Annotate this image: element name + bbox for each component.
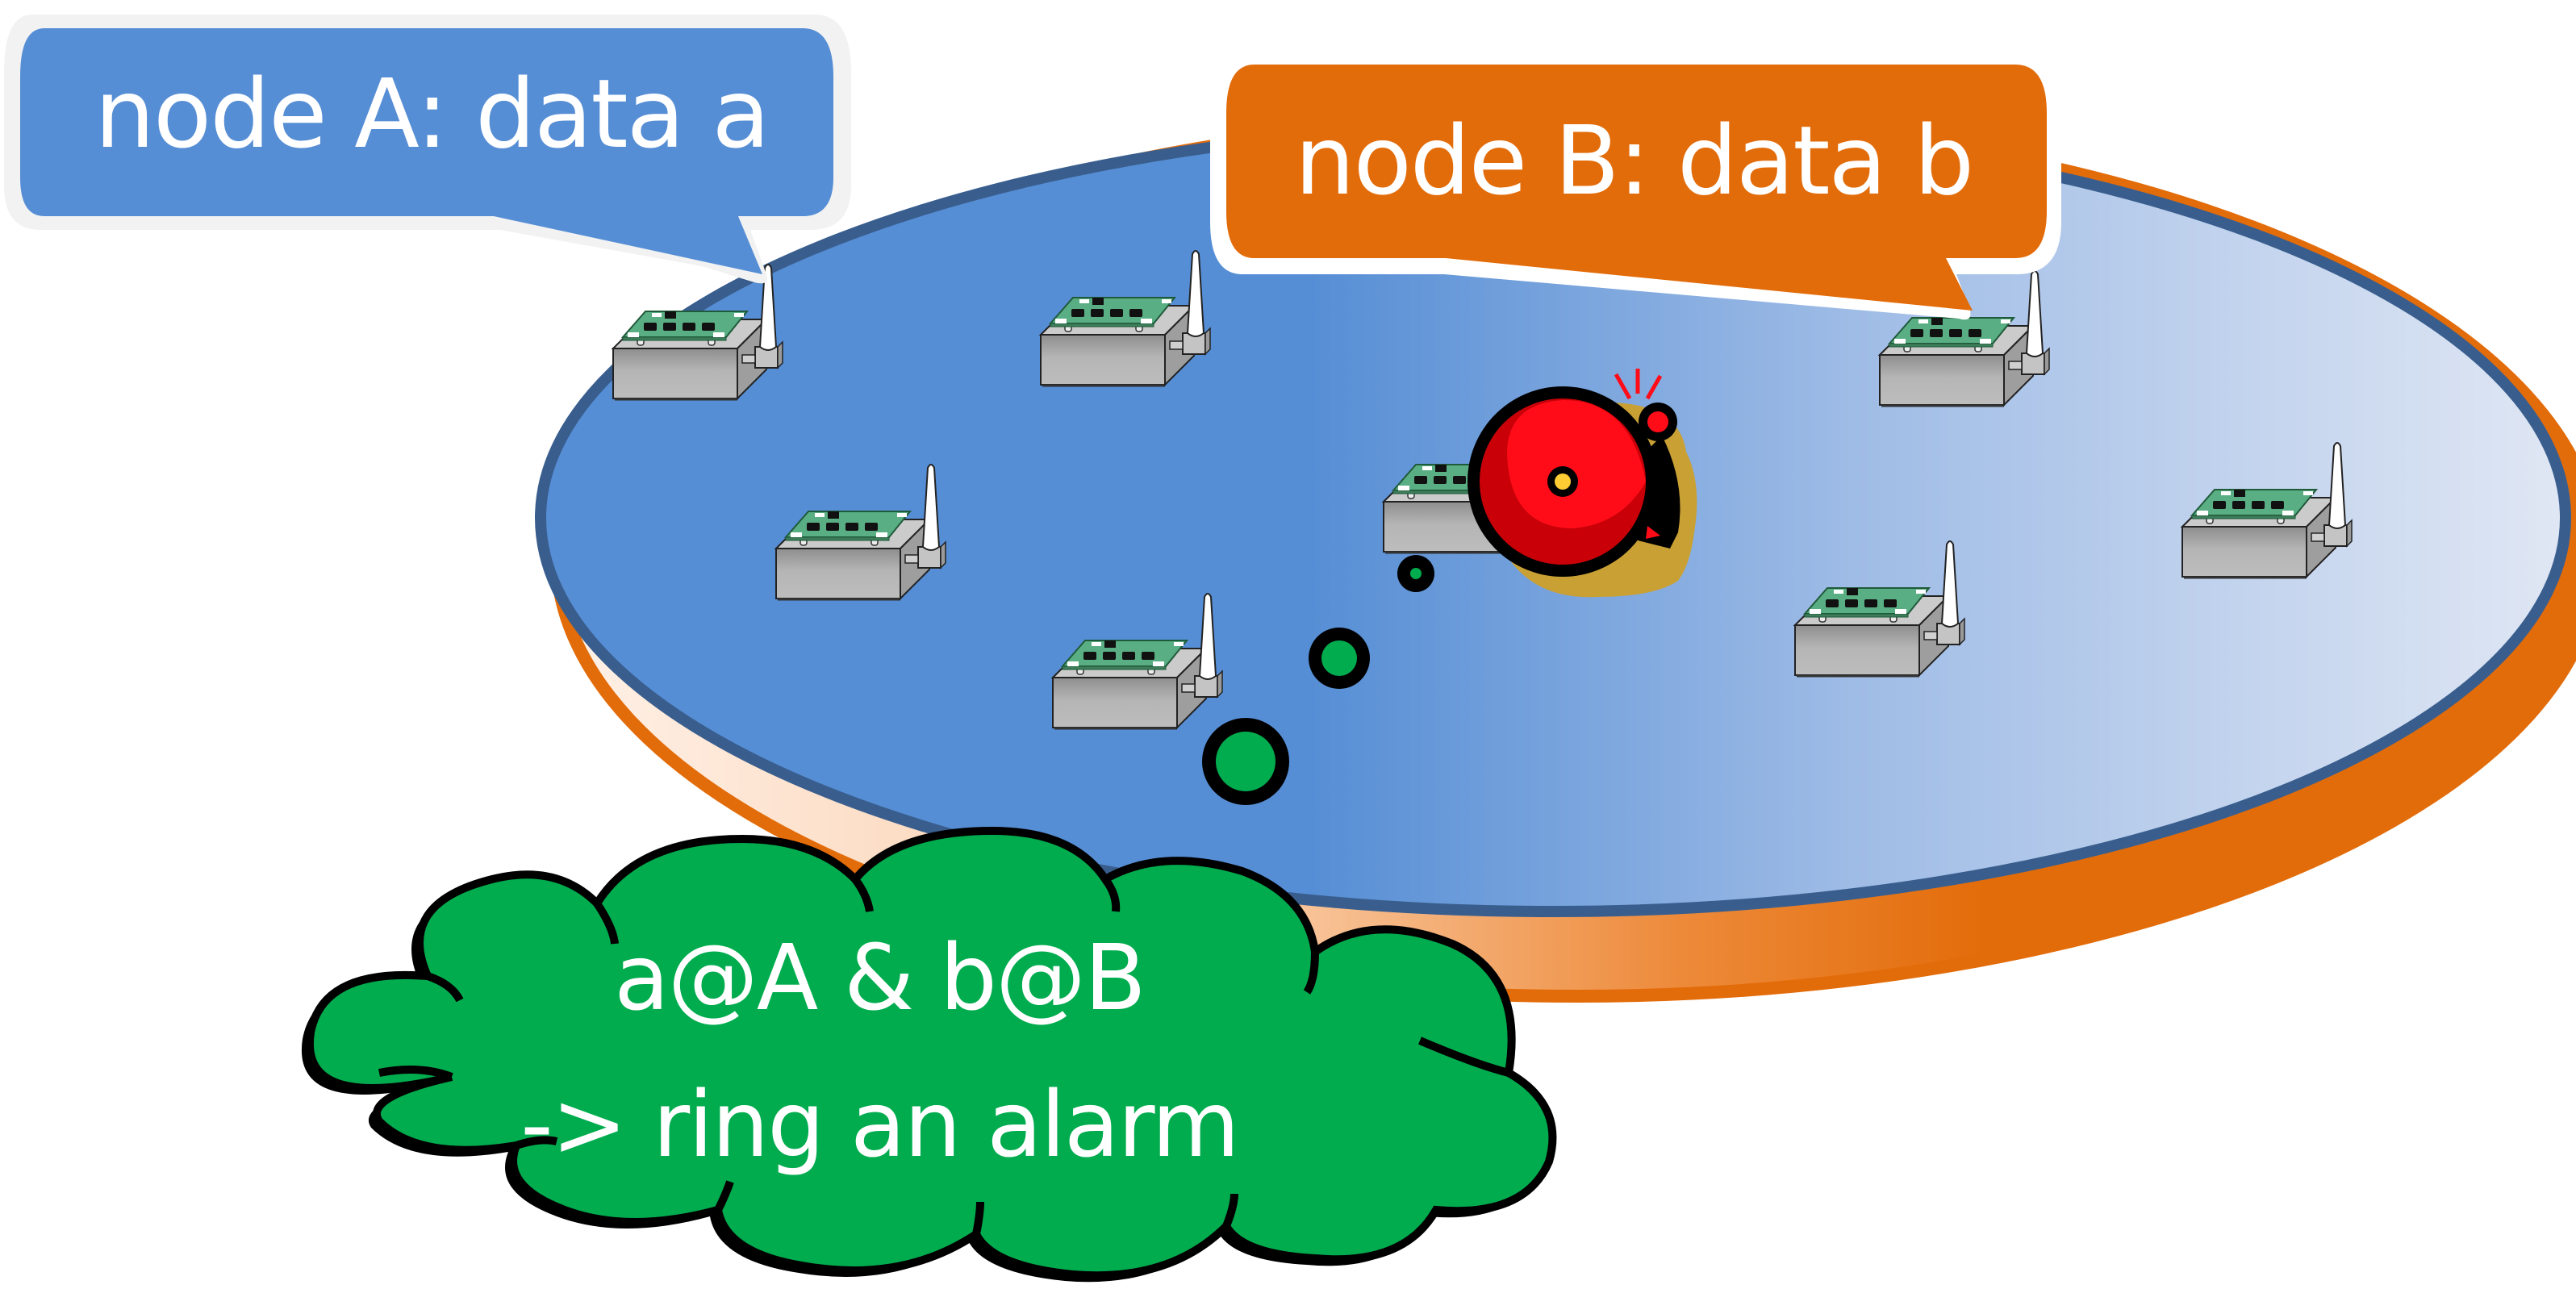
rule-cloud-action: -> ring an alarm: [520, 1073, 1239, 1178]
callout-node-a-label: node A: data a: [94, 58, 770, 169]
thought-bubble-small: [1397, 555, 1434, 592]
thought-bubble-large: [1202, 718, 1289, 805]
callout-node-b: [1210, 52, 2061, 320]
alarm-bell-icon: [1468, 369, 1697, 598]
callout-node-b-label: node B: data b: [1294, 105, 1974, 216]
rule-cloud-condition: a@A & b@B: [614, 926, 1146, 1031]
thought-bubble-medium: [1309, 628, 1370, 689]
callout-node-a: [4, 15, 851, 284]
rule-cloud: [301, 826, 1557, 1283]
